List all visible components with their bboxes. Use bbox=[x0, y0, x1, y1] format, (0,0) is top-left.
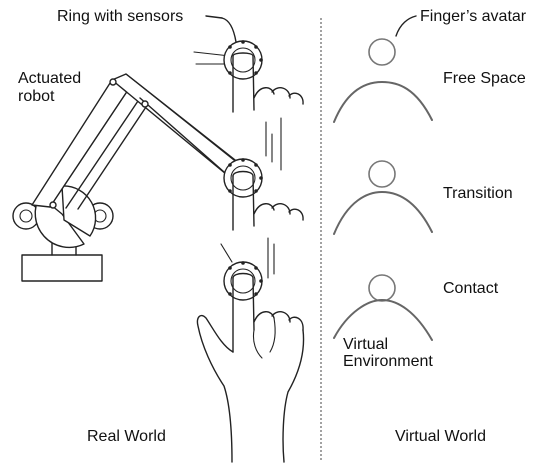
finger-top bbox=[232, 52, 304, 113]
finger-avatar-transition bbox=[368, 160, 396, 188]
contact-label: Contact bbox=[443, 280, 499, 297]
finger-middle bbox=[232, 117, 304, 279]
free-space-label: Free Space bbox=[443, 70, 526, 87]
virtual-world-label: Virtual World bbox=[395, 428, 486, 445]
virtual-environment-label-line2: Environment bbox=[343, 353, 433, 370]
real-world-label: Real World bbox=[87, 428, 166, 445]
virtual-state-contact bbox=[333, 274, 433, 341]
virtual-surface-free bbox=[333, 80, 433, 123]
fingers-avatar-label: Finger’s avatar bbox=[420, 8, 527, 25]
virtual-state-transition bbox=[333, 160, 433, 235]
hand bbox=[196, 272, 305, 463]
virtual-surface-contact bbox=[333, 298, 433, 341]
avatar-label-pointer bbox=[395, 15, 417, 37]
virtual-environment-label-line1: Virtual bbox=[343, 336, 389, 353]
actuated-robot-label-line1: Actuated bbox=[18, 70, 82, 87]
ring-label-pointer bbox=[205, 15, 223, 19]
actuated-robot bbox=[12, 73, 245, 282]
virtual-state-free-space bbox=[333, 38, 433, 123]
ring-sensor-bottom bbox=[220, 243, 263, 301]
finger-avatar-free bbox=[368, 38, 396, 66]
finger-avatar-contact bbox=[368, 274, 396, 302]
virtual-surface-transition bbox=[333, 190, 433, 235]
actuated-robot-label-line2: robot bbox=[18, 88, 55, 105]
transition-label: Transition bbox=[443, 185, 513, 202]
ring-label-curve bbox=[221, 17, 237, 43]
ring-with-sensors-label: Ring with sensors bbox=[57, 8, 184, 25]
ring-sensor-middle bbox=[223, 158, 263, 198]
